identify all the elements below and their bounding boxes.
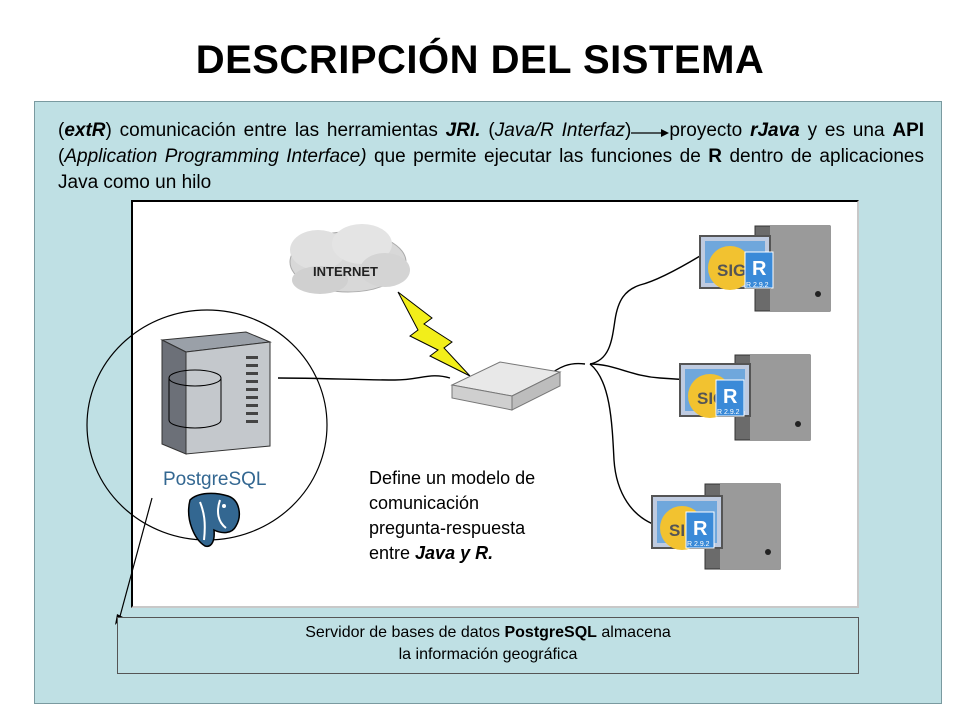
page-title: DESCRIPCIÓN DEL SISTEMA — [195, 38, 765, 82]
r-logo: R — [752, 258, 767, 280]
communication-model-note: Define un modelo de comunicación pregunt… — [369, 468, 536, 563]
intro-text: (extR) comunicación entre las herramient… — [58, 120, 925, 193]
workstation-1: SIG R R 2.9.2 — [699, 225, 831, 312]
r-version: R 2.9.2 — [717, 409, 740, 416]
r-version: R 2.9.2 — [687, 541, 710, 548]
r-logo: R — [723, 386, 738, 408]
sig-label: SIG — [717, 261, 746, 280]
postgresql-label: PostgreSQL — [163, 469, 267, 490]
lightning-icon — [397, 291, 471, 377]
internet-label: INTERNET — [313, 264, 378, 279]
postgresql-caption: Servidor de bases de datos PostgreSQL al… — [117, 617, 859, 674]
caption-pointer-line — [118, 497, 153, 621]
r-version: R 2.9.2 — [746, 282, 769, 289]
server-icon — [160, 331, 272, 455]
internet-cloud — [289, 224, 410, 294]
postgresql-elephant-icon — [188, 492, 241, 548]
workstation-2: SIG R R 2.9.2 — [679, 354, 811, 441]
r-logo: R — [693, 518, 708, 540]
arrow-icon — [631, 128, 670, 137]
router-icon — [450, 361, 562, 411]
workstation-3: SIG R R 2.9.2 — [651, 483, 781, 570]
